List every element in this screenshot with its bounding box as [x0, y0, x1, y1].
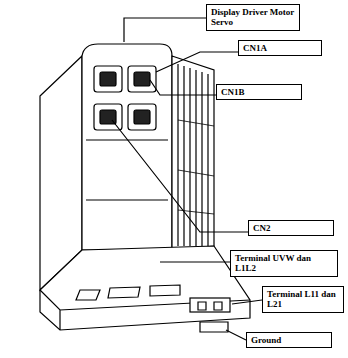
callout-label: CN1B [221, 87, 297, 97]
callout-box: CN1B [216, 84, 302, 100]
callout-label: Display Driver Motor Servo [211, 7, 295, 28]
callout-label: Ground [251, 335, 327, 345]
callout-box: Terminal UVW dan L1L2 [230, 250, 338, 277]
callout-label: CN2 [253, 223, 329, 233]
callout-box: Terminal L11 dan L21 [262, 286, 344, 313]
callout-box: CN1A [238, 40, 322, 56]
callout-label: CN1A [243, 43, 317, 53]
callout-label: Terminal L11 dan L21 [267, 289, 339, 310]
callout-box: Ground [246, 332, 332, 348]
callout-box: Display Driver Motor Servo [206, 4, 300, 31]
callout-label: Terminal UVW dan L1L2 [235, 253, 333, 274]
callout-box: CN2 [248, 220, 334, 236]
